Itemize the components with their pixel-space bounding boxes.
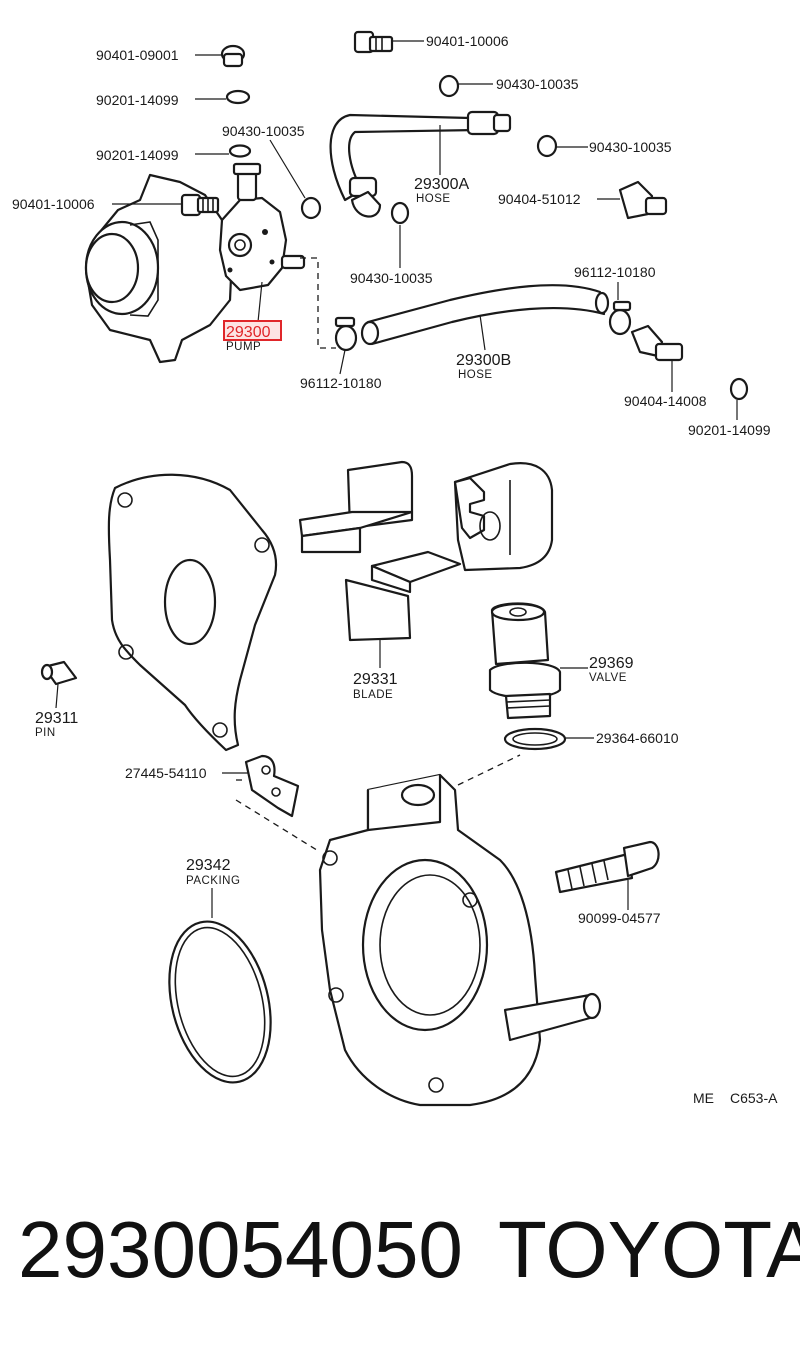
packing-29342 <box>168 920 272 1084</box>
dashed-guide-bracket <box>235 799 321 853</box>
pump-housing <box>318 773 602 1107</box>
label-29364-66010: 29364-66010 <box>596 730 679 746</box>
part-number-heading: 2930054050 <box>18 1205 463 1294</box>
label-90201-14099-c: 90201-14099 <box>688 422 771 438</box>
label-29369: 29369 <box>589 655 634 672</box>
label-90401-09001: 90401-09001 <box>96 47 179 63</box>
label-29300-sub: PUMP <box>226 341 261 353</box>
label-90401-10006-a: 90401-10006 <box>12 196 95 212</box>
bolt-90401-10006-left <box>180 193 220 217</box>
label-29311: 29311 <box>35 710 78 727</box>
washer-90430-10035-top <box>438 74 460 98</box>
washer-90201-14099-b <box>228 144 252 158</box>
vacuum-pump <box>218 162 306 292</box>
label-90404-51012: 90404-51012 <box>498 191 581 207</box>
gasket-29364-66010 <box>503 727 567 751</box>
rotor <box>453 462 554 572</box>
label-29300b: 29300B <box>456 352 511 369</box>
label-29300a-sub: HOSE <box>416 193 451 205</box>
label-29300b-sub: HOSE <box>458 369 493 381</box>
washer-90201-14099-a <box>225 89 251 105</box>
gasket-inner <box>512 732 558 746</box>
label-90430-10035-c: 90430-10035 <box>589 139 672 155</box>
label-29300a: 29300A <box>414 176 469 193</box>
blades-29331 <box>298 460 462 642</box>
label-29311-sub: PIN <box>35 727 56 739</box>
washer-90430-10035-right <box>536 134 558 158</box>
label-90430-10035-b: 90430-10035 <box>496 76 579 92</box>
label-96112-10180-b: 96112-10180 <box>300 375 382 391</box>
bolt-90099-04577 <box>554 840 660 894</box>
dashed-guide-pump-hose <box>300 257 336 349</box>
label-90404-14008: 90404-14008 <box>624 393 707 409</box>
label-90430-10035-d: 90430-10035 <box>350 270 433 286</box>
cover-plate <box>107 473 278 752</box>
hose-29300b <box>360 284 610 346</box>
label-29331: 29331 <box>353 671 398 688</box>
valve-29369 <box>488 602 562 720</box>
label-90201-14099-a: 90201-14099 <box>96 92 179 108</box>
label-90401-10006-b: 90401-10006 <box>426 33 509 49</box>
fitting-90404-14008 <box>630 324 684 362</box>
label-ref-code: C653-A <box>730 1090 778 1106</box>
leader-lines <box>55 40 738 918</box>
washer-90201-14099-c <box>729 377 749 401</box>
label-90099-04577: 90099-04577 <box>578 910 661 926</box>
bolt-90401-10006-right <box>353 30 394 54</box>
alternator-body <box>84 173 234 364</box>
dashed-guide-valve <box>457 754 521 786</box>
brand-heading: TOYOTA <box>498 1205 800 1294</box>
label-29342-sub: PACKING <box>186 875 240 887</box>
label-29342: 29342 <box>186 857 231 874</box>
washer-90430-10035-a <box>300 196 322 220</box>
highlight-box-29300 <box>223 320 282 341</box>
fitting-90404-51012 <box>618 180 668 220</box>
washer-90430-10035-c <box>390 201 410 225</box>
clamp-96112-10180-right <box>608 300 632 336</box>
hose-29300a <box>329 110 512 218</box>
cap-90401-09001 <box>220 44 246 68</box>
label-90201-14099-b: 90201-14099 <box>96 147 179 163</box>
label-29300: 29300 <box>226 324 271 341</box>
label-29331-sub: BLADE <box>353 689 393 701</box>
clamp-96112-10180-left <box>334 316 358 352</box>
label-90430-10035-a: 90430-10035 <box>222 123 305 139</box>
label-27445-54110: 27445-54110 <box>125 765 207 781</box>
bracket-27445-54110 <box>244 754 300 818</box>
label-29369-sub: VALVE <box>589 672 627 684</box>
label-ref-me: ME <box>693 1090 714 1106</box>
labels: 90401-09001 90201-14099 90430-10035 9020… <box>12 33 778 1106</box>
pin-29311 <box>40 660 78 686</box>
label-96112-10180-a: 96112-10180 <box>574 264 656 280</box>
